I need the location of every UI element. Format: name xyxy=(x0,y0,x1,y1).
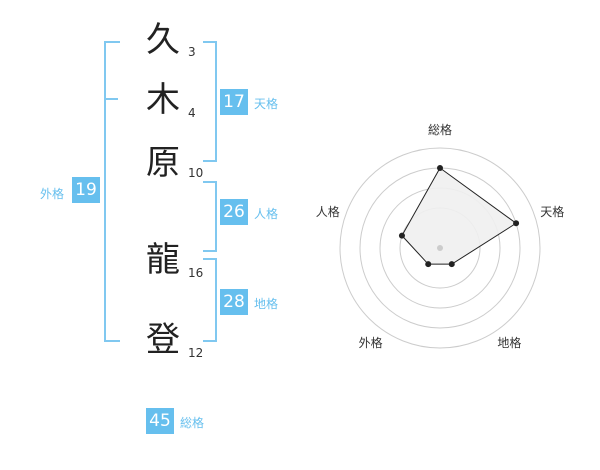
radar-axis-label-1: 総格 xyxy=(428,123,453,137)
jinkaku-bracket xyxy=(203,181,217,252)
stroke-count-3: 10 xyxy=(188,166,204,180)
radar-point-地格 xyxy=(448,261,455,268)
stroke-count-1: 3 xyxy=(188,45,196,59)
radar-axis-label-4: 外格 xyxy=(358,336,383,351)
jinkaku-badge: 26 xyxy=(220,199,248,225)
soukaku-badge: 45 xyxy=(146,408,174,434)
tenkaku-bracket xyxy=(203,41,217,162)
name-char-1: 久 xyxy=(146,20,180,60)
gaikaku-label: 外格 xyxy=(40,187,65,201)
radar-ring-4 xyxy=(339,147,541,349)
gaikaku-bracket xyxy=(104,41,120,342)
chikaku-bracket xyxy=(203,258,217,342)
radar-axis-label-3: 地格 xyxy=(497,336,522,351)
gaikaku-badge: 19 xyxy=(72,177,100,203)
tenkaku-label: 天格 xyxy=(254,97,279,111)
name-char-3: 原 xyxy=(146,143,180,183)
soukaku-label: 総格 xyxy=(180,416,205,430)
radar-point-総格 xyxy=(437,165,443,171)
gaikaku-bracket-tick xyxy=(106,98,118,100)
tenkaku-badge: 17 xyxy=(220,89,248,115)
stroke-count-2: 4 xyxy=(188,106,196,120)
radar-axis-label-5: 人格 xyxy=(315,204,340,219)
chikaku-label: 地格 xyxy=(254,297,279,311)
radar-point-人格 xyxy=(398,232,405,239)
name-char-4: 龍 xyxy=(146,240,180,280)
name-char-5: 登 xyxy=(146,320,180,360)
radar-point-外格 xyxy=(425,261,432,268)
stroke-count-5: 12 xyxy=(188,346,204,360)
stroke-count-4: 16 xyxy=(188,266,204,280)
name-char-2: 木 xyxy=(146,80,180,120)
chikaku-badge: 28 xyxy=(220,289,248,315)
radar-center-dot xyxy=(437,245,443,251)
radar-point-天格 xyxy=(513,220,520,227)
jinkaku-label: 人格 xyxy=(254,207,279,221)
radar-axis-label-2: 天格 xyxy=(540,204,565,219)
radar-value-polygon xyxy=(401,167,517,265)
